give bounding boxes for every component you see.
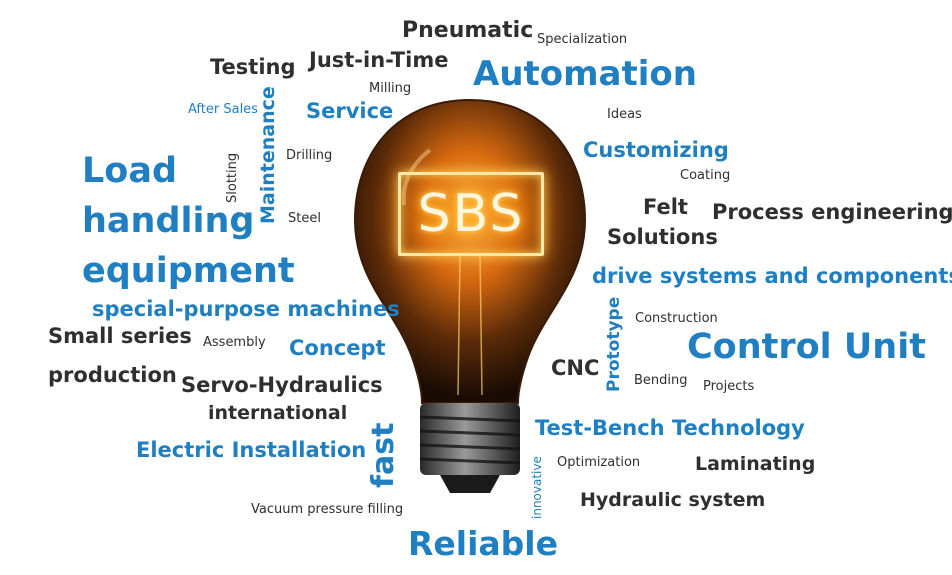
light-bulb-illustration — [353, 98, 587, 493]
sbs-logo-label: SBS — [398, 172, 544, 256]
word-equipment: equipment — [82, 251, 295, 291]
word-solutions: Solutions — [607, 225, 718, 249]
word-production: production — [48, 363, 177, 387]
word-bending: Bending — [634, 373, 688, 388]
word-maintenance: Maintenance — [257, 86, 279, 224]
word-fast: fast — [366, 422, 401, 489]
word-coating: Coating — [680, 168, 731, 183]
word-load: Load — [82, 151, 178, 191]
word-drive-systems: drive systems and components — [592, 264, 952, 288]
word-felt: Felt — [643, 195, 688, 219]
word-drilling: Drilling — [286, 148, 333, 163]
word-slotting: Slotting — [225, 152, 240, 203]
word-projects: Projects — [703, 379, 755, 394]
word-control-unit: Control Unit — [687, 327, 926, 367]
word-testing: Testing — [210, 55, 296, 79]
word-vacuum-pressure-filling: Vacuum pressure filling — [251, 502, 404, 517]
word-cnc: CNC — [551, 356, 600, 380]
word-customizing: Customizing — [583, 138, 729, 162]
word-electric-installation: Electric Installation — [136, 438, 367, 462]
word-automation: Automation — [473, 54, 697, 94]
bulb-base — [420, 403, 520, 475]
word-innovative: innovative — [530, 456, 544, 519]
word-international: international — [208, 402, 348, 424]
word-just-in-time: Just-in-Time — [309, 48, 449, 72]
word-concept: Concept — [289, 336, 386, 360]
word-prototype: Prototype — [604, 296, 624, 392]
word-test-bench-technology: Test-Bench Technology — [535, 416, 805, 440]
word-ideas: Ideas — [607, 107, 642, 122]
word-specialization: Specialization — [537, 32, 628, 47]
word-construction: Construction — [635, 311, 718, 326]
word-small-series: Small series — [48, 324, 192, 348]
word-after-sales: After Sales — [188, 102, 258, 117]
word-milling: Milling — [369, 81, 412, 96]
word-process-engineering: Process engineering — [712, 200, 952, 224]
word-optimization: Optimization — [557, 455, 641, 470]
word-special-purpose-machines: special-purpose machines — [92, 297, 400, 321]
word-hydraulic-system: Hydraulic system — [580, 489, 766, 511]
word-assembly: Assembly — [203, 335, 266, 350]
word-laminating: Laminating — [695, 453, 816, 475]
word-service: Service — [306, 99, 394, 123]
word-servo-hydraulics: Servo-Hydraulics — [181, 373, 383, 397]
word-reliable: Reliable — [408, 524, 558, 563]
word-pneumatic: Pneumatic — [402, 18, 534, 43]
word-handling: handling — [82, 201, 255, 241]
word-steel: Steel — [288, 211, 321, 226]
